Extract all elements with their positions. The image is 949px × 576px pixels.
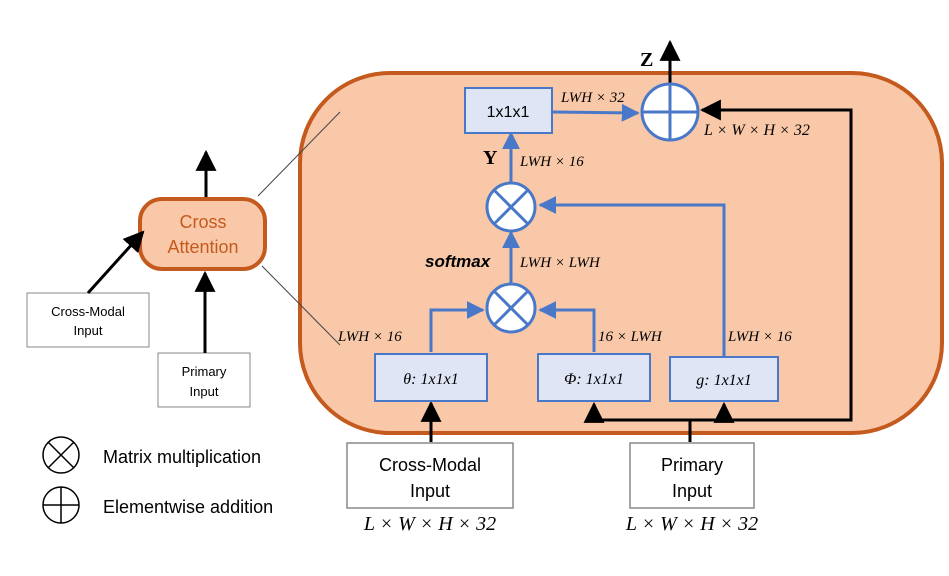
- y-label: Y: [483, 147, 498, 169]
- left-cross-modal-input-box: [26, 292, 150, 348]
- cross-modal-input-line2: Input: [410, 481, 450, 501]
- lwh-lwh-label: LWH × LWH: [519, 255, 601, 271]
- z-label: Z: [640, 49, 653, 71]
- primary-input-line2: Input: [672, 481, 712, 501]
- g-block: [669, 356, 779, 402]
- cross-attention-block: [138, 197, 267, 271]
- primary-input-box: [629, 442, 755, 509]
- matmul-legend-icon: [42, 436, 80, 474]
- matmul-node-y: [485, 181, 537, 233]
- matmul-node-softmax: [485, 282, 537, 334]
- lwh16-g-label: LWH × 16: [727, 329, 792, 345]
- matmul-legend-label: Matrix multiplication: [103, 447, 261, 467]
- left-cross-modal-input-line1: Cross-Modal: [51, 304, 125, 319]
- cross-modal-input-line1: Cross-Modal: [379, 455, 481, 475]
- cross-attention-label-line2: Attention: [167, 237, 238, 257]
- elementwise-add-node: [640, 82, 700, 142]
- t16-lwh-label: 16 × LWH: [598, 329, 663, 345]
- left-primary-input-line2: Input: [190, 384, 219, 399]
- g-label: g: 1x1x1: [696, 372, 752, 389]
- softmax-label: softmax: [425, 252, 492, 271]
- lwh16-y-label: LWH × 16: [519, 154, 584, 170]
- left-cross-modal-arrow: [86, 230, 145, 295]
- theta-label: θ: 1x1x1: [403, 371, 458, 388]
- top-block-to-add-arrow: [552, 103, 640, 122]
- add-legend-label: Elementwise addition: [103, 497, 273, 517]
- lwh16-theta-label: LWH × 16: [337, 329, 402, 345]
- phi-label: Φ: 1x1x1: [564, 371, 624, 388]
- zoom-line-top: [257, 111, 341, 197]
- top-conv-block: [464, 87, 553, 134]
- left-primary-input-box: [157, 352, 251, 408]
- zoom-line-bottom: [261, 265, 341, 346]
- g-to-mult2-path: [538, 196, 726, 357]
- add-legend-icon: [42, 486, 80, 524]
- left-primary-input-line1: Primary: [182, 364, 227, 379]
- phi-to-mult1-path: [538, 301, 596, 352]
- phi-block: [537, 353, 651, 402]
- cross-attention-label-line1: Cross: [179, 212, 226, 232]
- residual-path: [690, 99, 853, 422]
- left-cross-modal-input-line2: Input: [74, 323, 103, 338]
- cross-attention-detail-region: [298, 71, 944, 435]
- cross-modal-input-dim: L × W × H × 32: [363, 513, 496, 535]
- cross-modal-input-box: [346, 442, 514, 509]
- top-conv-label: 1x1x1: [487, 104, 530, 121]
- output-dim-label: L × W × H × 32: [703, 122, 810, 139]
- theta-block: [374, 353, 488, 402]
- primary-input-line1: Primary: [661, 455, 723, 475]
- theta-to-mult1-path: [429, 301, 485, 352]
- primary-input-dim: L × W × H × 32: [625, 513, 758, 535]
- lwh32-label: LWH × 32: [560, 90, 625, 106]
- primary-to-phi-path: [583, 401, 690, 423]
